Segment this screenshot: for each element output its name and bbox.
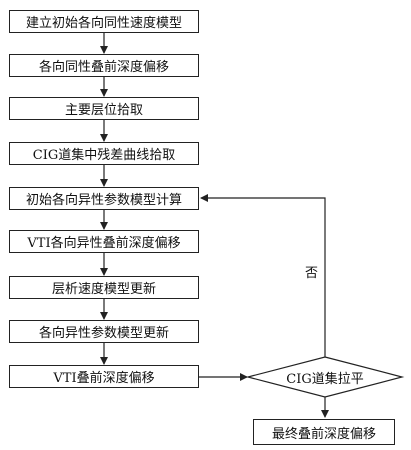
step-box-1: 建立初始各向同性速度模型 [9, 10, 199, 33]
no-label: 否 [305, 266, 319, 281]
step-box-5: 初始各向异性参数模型计算 [9, 187, 199, 210]
step-box-7: 层析速度模型更新 [9, 276, 199, 299]
decision-label: CIG道集拉平 [286, 371, 364, 387]
step-box-2: 各向同性叠前深度偏移 [9, 54, 199, 77]
step-box-6: VTI各向异性叠前深度偏移 [9, 230, 199, 253]
loop-back-no [200, 194, 326, 357]
step-box-4: CIG道集中残差曲线拾取 [9, 142, 199, 165]
step-box-8: 各向异性参数模型更新 [9, 320, 199, 343]
step-box-9: VTI叠前深度偏移 [9, 365, 199, 388]
step-box-3: 主要层位拾取 [9, 97, 199, 120]
final-step-box: 最终叠前深度偏移 [253, 419, 395, 445]
